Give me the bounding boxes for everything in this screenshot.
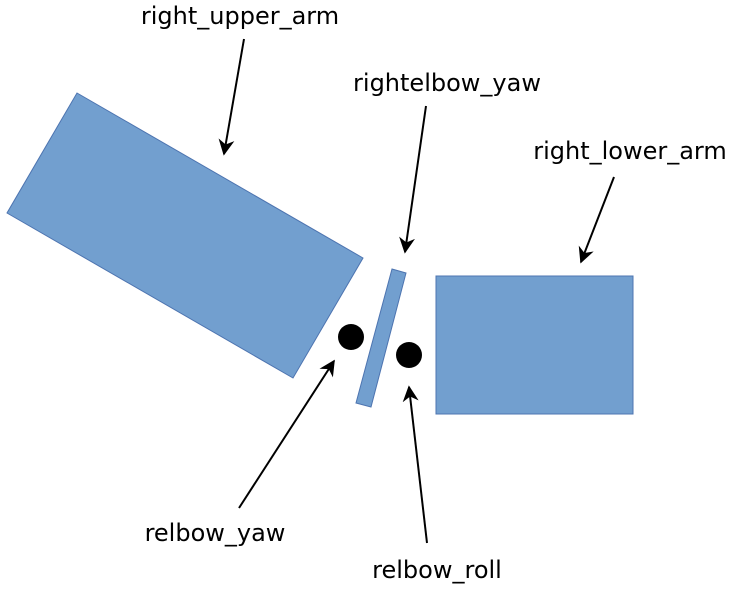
relbow-roll-joint bbox=[396, 342, 422, 368]
rightelbow-yaw-arrow bbox=[399, 105, 427, 254]
right-lower-arm-block bbox=[435, 275, 634, 415]
relbow-yaw-joint bbox=[338, 324, 364, 350]
relbow-roll-arrow bbox=[402, 385, 428, 544]
relbow-yaw-label: relbow_yaw bbox=[145, 519, 286, 547]
rightelbow-yaw-plate bbox=[355, 268, 407, 408]
right-upper-arm-arrow bbox=[218, 38, 245, 156]
relbow-yaw-arrow bbox=[238, 359, 335, 509]
rightelbow-yaw-label: rightelbow_yaw bbox=[353, 69, 541, 97]
right-upper-arm-block bbox=[6, 92, 364, 379]
right-upper-arm-label: right_upper_arm bbox=[141, 2, 339, 30]
right-lower-arm-label: right_lower_arm bbox=[533, 137, 727, 165]
relbow-roll-label: relbow_roll bbox=[372, 556, 502, 584]
right-lower-arm-arrow bbox=[578, 176, 615, 264]
